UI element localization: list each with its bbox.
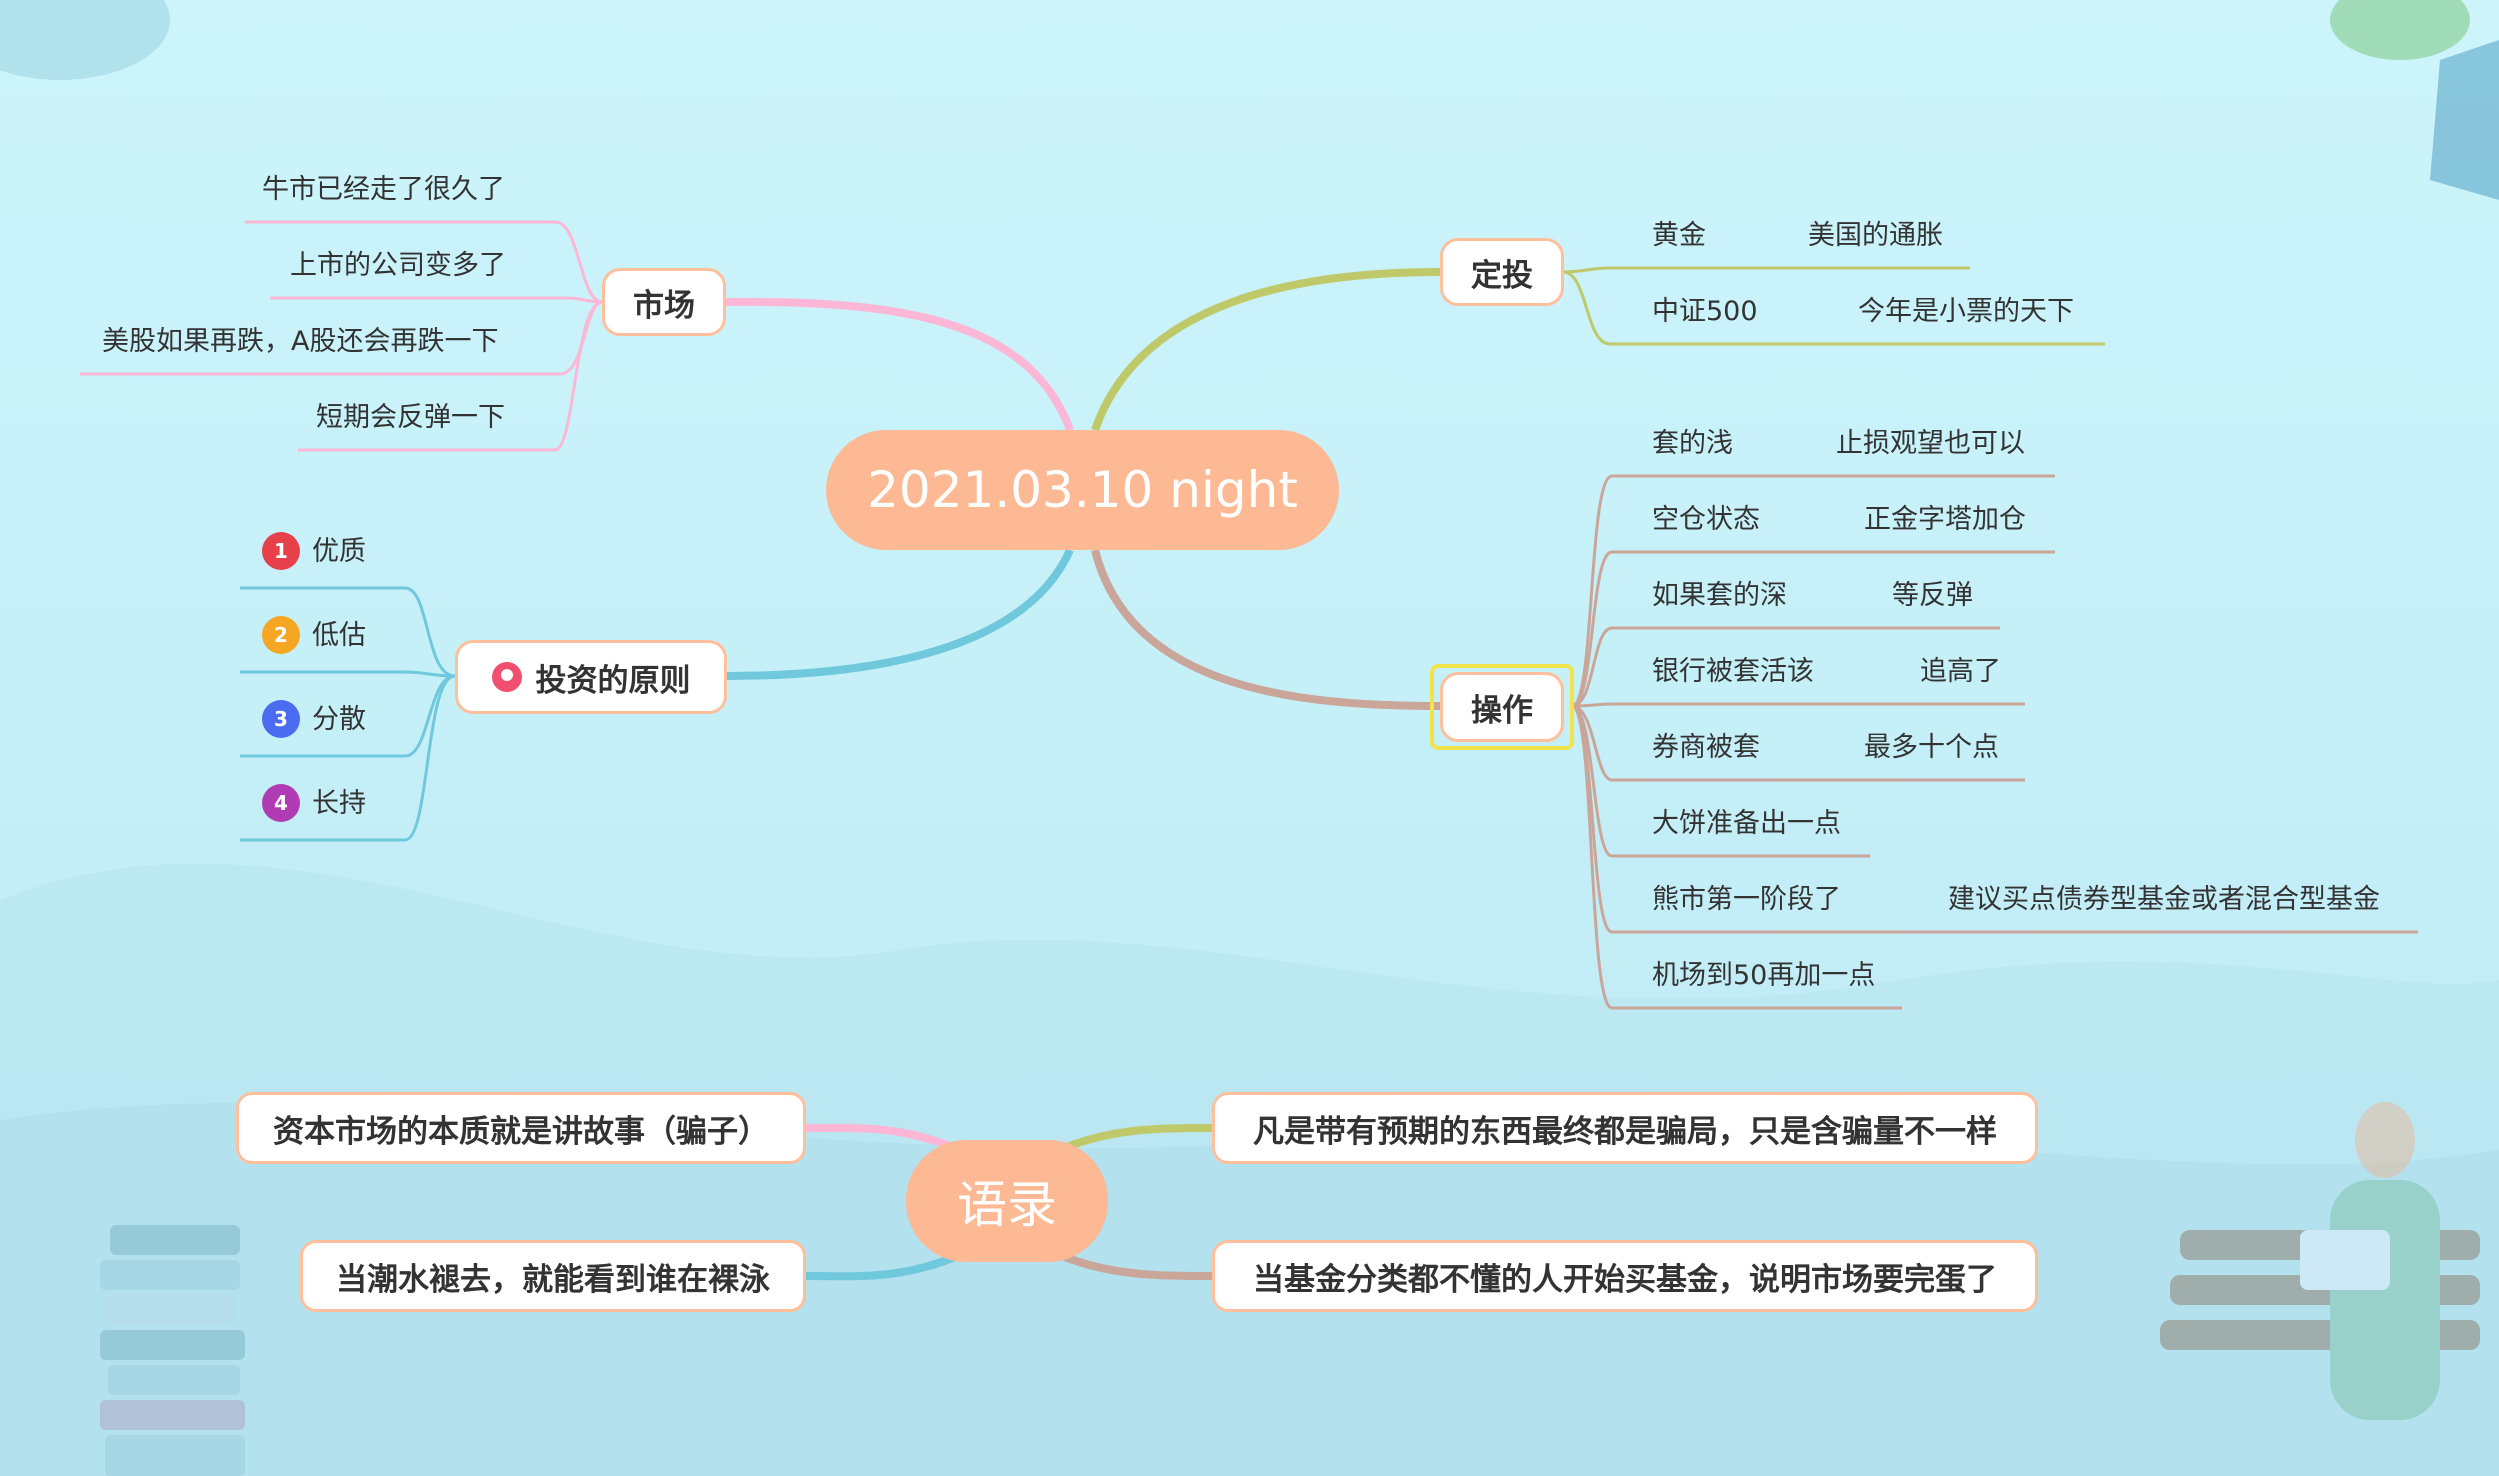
branch-dingtou	[1091, 268, 1441, 432]
dingtou-subbranches	[1562, 266, 2105, 346]
market-item[interactable]: 美股如果再跌，A股还会再跌一下	[102, 326, 499, 357]
quote-item[interactable]: 当基金分类都不懂的人开始买基金，说明市场要完蛋了	[1212, 1240, 2038, 1312]
dingtou-item-label[interactable]: 黄金	[1652, 220, 1706, 251]
book-stack-icon	[100, 1225, 245, 1476]
topic-quotes-label: 语录	[957, 1176, 1057, 1234]
branch-operation	[1091, 549, 1441, 710]
topic-dingtou[interactable]: 定投	[1440, 238, 1564, 306]
dingtou-item-note[interactable]: 美国的通胀	[1808, 220, 1943, 251]
operation-item-note[interactable]: 正金字塔加仓	[1864, 504, 2026, 535]
branch-market	[725, 297, 1074, 432]
operation-item-label[interactable]: 银行被套活该	[1652, 656, 1814, 687]
central-topic[interactable]: 2021.03.10 night	[826, 430, 1339, 550]
operation-item-note[interactable]: 建议买点债券型基金或者混合型基金	[1948, 884, 2380, 915]
principle-item[interactable]: 优质	[312, 536, 366, 567]
operation-item-label[interactable]: 机场到50再加一点	[1652, 960, 1876, 991]
dingtou-item-note[interactable]: 今年是小票的天下	[1858, 296, 2074, 327]
market-item[interactable]: 上市的公司变多了	[290, 250, 506, 281]
operation-item-label[interactable]: 大饼准备出一点	[1652, 808, 1841, 839]
priority-2-icon: 2	[262, 616, 300, 654]
operation-item-label[interactable]: 空仓状态	[1652, 504, 1760, 535]
topic-market[interactable]: 市场	[602, 268, 726, 336]
topic-dingtou-label: 定投	[1471, 257, 1533, 294]
topic-principles-label: 投资的原则	[535, 662, 691, 699]
principle-item[interactable]: 低估	[312, 620, 366, 651]
market-item[interactable]: 牛市已经走了很久了	[262, 174, 505, 205]
leaf-icon	[2430, 40, 2499, 200]
quote-text: 当潮水褪去，就能看到谁在裸泳	[336, 1261, 770, 1298]
principle-item[interactable]: 分散	[312, 704, 366, 735]
topic-operation[interactable]: 操作	[1440, 672, 1564, 742]
quote-text: 资本市场的本质就是讲故事（骗子）	[273, 1113, 769, 1150]
priority-4-icon: 4	[262, 784, 300, 822]
quote-text: 当基金分类都不懂的人开始买基金，说明市场要完蛋了	[1253, 1261, 1997, 1298]
quote-text: 凡是带有预期的东西最终都是骗局，只是含骗量不一样	[1253, 1113, 1997, 1150]
market-item[interactable]: 短期会反弹一下	[316, 402, 505, 433]
market-subbranches	[80, 220, 603, 452]
operation-item-label[interactable]: 熊市第一阶段了	[1652, 884, 1841, 915]
operation-item-note[interactable]: 等反弹	[1892, 580, 1973, 611]
quote-item[interactable]: 资本市场的本质就是讲故事（骗子）	[236, 1092, 806, 1164]
operation-item-note[interactable]: 止损观望也可以	[1836, 428, 2025, 459]
operation-item-note[interactable]: 最多十个点	[1864, 732, 1999, 763]
dingtou-item-label[interactable]: 中证500	[1652, 296, 1758, 327]
branch-principles	[725, 548, 1074, 680]
operation-subbranches	[1571, 474, 2418, 1010]
medal-icon	[491, 662, 522, 692]
operation-item-label[interactable]: 如果套的深	[1652, 580, 1787, 611]
leaf-icon	[2330, 0, 2470, 60]
operation-item-label[interactable]: 券商被套	[1652, 732, 1760, 763]
priority-1-icon: 1	[262, 532, 300, 570]
leaf-icon	[0, 0, 170, 80]
priority-3-icon: 3	[262, 700, 300, 738]
topic-operation-label: 操作	[1471, 692, 1533, 729]
topic-quotes[interactable]: 语录	[906, 1140, 1108, 1262]
operation-item-note[interactable]: 追高了	[1920, 656, 2001, 687]
quote-item[interactable]: 当潮水褪去，就能看到谁在裸泳	[300, 1240, 806, 1312]
topic-principles[interactable]: 投资的原则	[455, 640, 727, 714]
selection-outline	[1430, 664, 1574, 750]
principles-subbranches	[240, 586, 456, 842]
central-topic-label: 2021.03.10 night	[867, 461, 1298, 519]
reading-person-illustration	[2160, 1102, 2480, 1420]
principle-item[interactable]: 长持	[312, 788, 366, 819]
quote-item[interactable]: 凡是带有预期的东西最终都是骗局，只是含骗量不一样	[1212, 1092, 2038, 1164]
operation-item-label[interactable]: 套的浅	[1652, 428, 1733, 459]
topic-market-label: 市场	[633, 287, 695, 324]
